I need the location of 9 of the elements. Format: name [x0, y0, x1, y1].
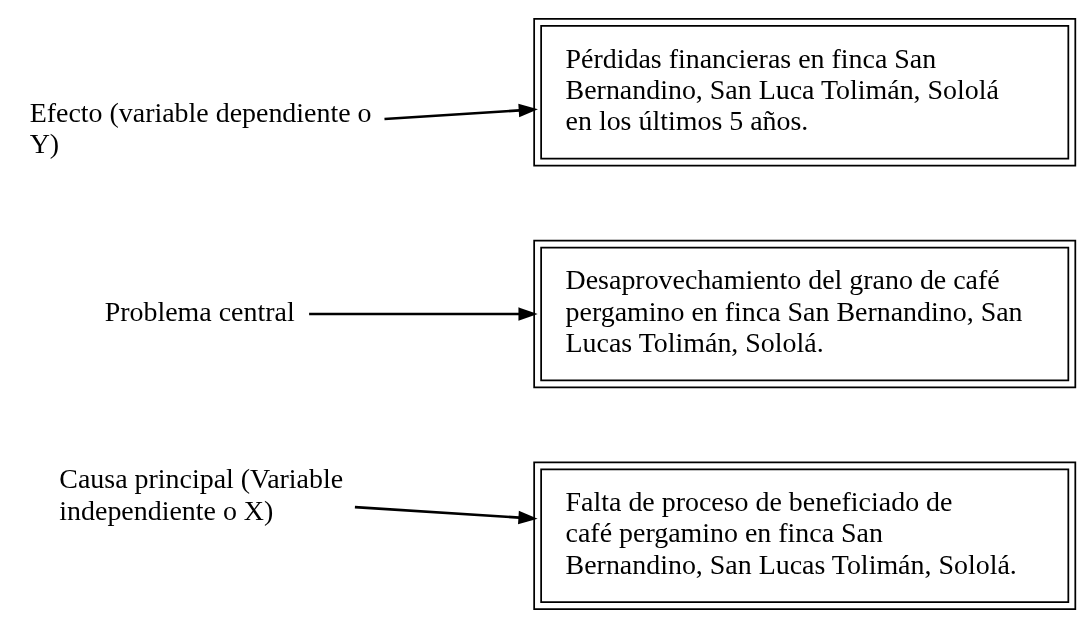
arrow	[354, 505, 538, 524]
node-box: Falta de proceso de beneficiado de café pergamino en finca San Bernandino, San Lucas Tolimán, Sololá.	[533, 461, 1077, 610]
node-text: Efecto (variable dependiente o Y)	[29, 96, 372, 159]
node-box: Pérdidas financieras en finca San Bernandino, San Luca Tolimán, Sololá en los últimos 5 años.	[533, 17, 1077, 166]
arrow	[309, 306, 538, 321]
node-text: Causa principal (Variable independiente o X)	[59, 462, 344, 526]
arrow	[384, 103, 538, 120]
node-text: Problema central	[104, 295, 295, 327]
node-box: Desaprovechamiento del grano de café pergamino en finca San Bernandino, San Lucas Tolimán, Sololá.	[533, 239, 1077, 388]
